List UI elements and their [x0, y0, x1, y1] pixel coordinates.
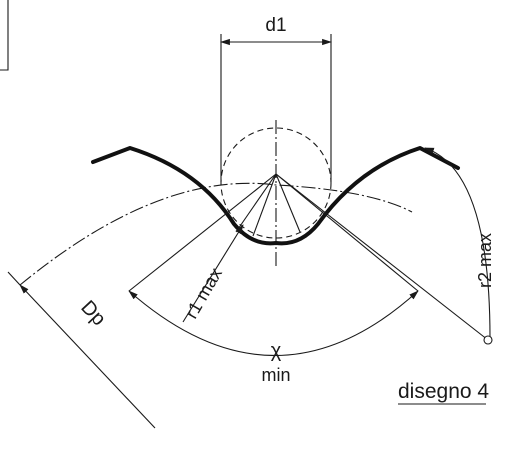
chi-label: χ — [271, 340, 282, 362]
tooth-profile — [91, 146, 460, 246]
r2-center-point — [483, 335, 493, 345]
dp-label: Dp — [76, 296, 110, 330]
caption-text: disegno 4 — [398, 380, 489, 403]
r2-label: r2 max — [475, 233, 495, 288]
chi-angle-dimension: χ min — [128, 290, 419, 385]
chi-sub-label: min — [261, 365, 290, 385]
r1-dimension: r1 max — [181, 224, 244, 323]
d1-label: d1 — [265, 15, 286, 36]
r1-label: r1 max — [181, 264, 226, 322]
construction-lines — [128, 173, 489, 341]
r2-dimension: r2 max — [424, 147, 495, 345]
frame-corner — [0, 0, 9, 71]
caption: disegno 4 — [398, 380, 489, 405]
dp-dimension: Dp — [7, 271, 156, 429]
roller-circle — [220, 127, 332, 239]
pitch-circle-arc — [19, 182, 413, 286]
d1-dimension: d1 — [220, 15, 332, 182]
